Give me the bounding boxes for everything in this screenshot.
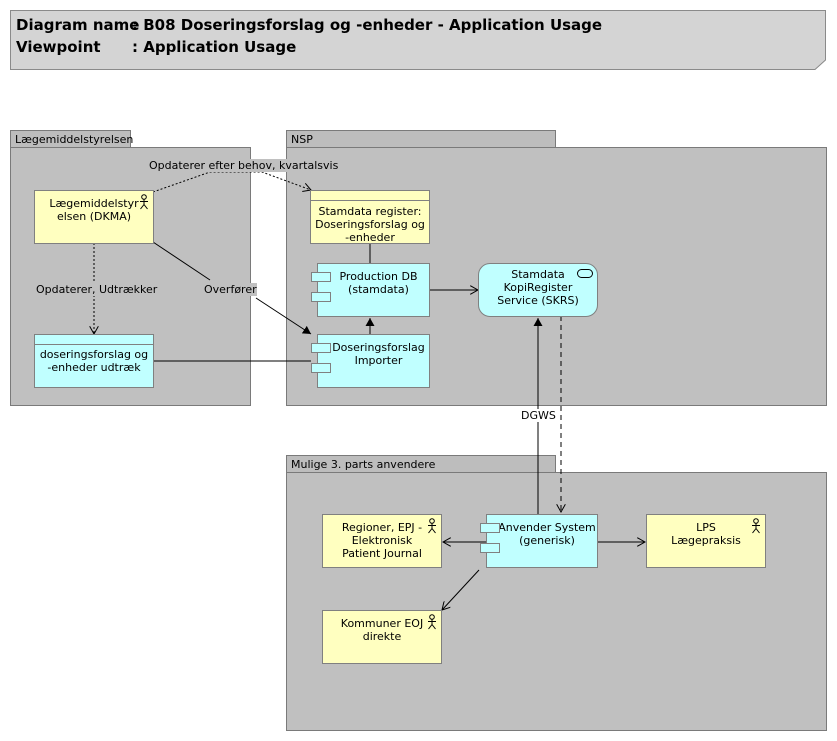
component-icon [311,272,331,282]
header-shape [10,10,826,70]
node-kommuner-label: Kommuner EOJ direkte [340,617,424,643]
relation-anvender-kommuner[interactable] [442,569,480,610]
node-kommuner[interactable]: Kommuner EOJ direkte [322,610,442,664]
viewpoint-value: : Application Usage [132,38,297,56]
node-regioner[interactable]: Regioner, EPJ - Elektronisk Patient Jour… [322,514,442,568]
node-lps-label: LPS Lægepraksis [671,521,741,547]
component-icon [480,543,500,553]
node-stamdata-register-label: Stamdata register: Doseringsforslag og -… [315,205,425,244]
node-lps[interactable]: LPS Lægepraksis [646,514,766,568]
relation-opdaterer-efter-behov[interactable] [152,171,311,193]
component-icon [311,343,331,353]
node-skrs[interactable]: Stamdata KopiRegister Service (SKRS) [478,263,598,317]
node-udtraek-label: doseringsforslag og -enheder udtræk [39,348,149,374]
label-dgws: DGWS [521,409,556,422]
label-opdaterer-udtraekker: Opdaterer, Udtrækker [36,283,158,296]
node-dkma-label: Lægemiddelstyr elsen (DKMA) [49,197,139,223]
node-regioner-label: Regioner, EPJ - Elektronisk Patient Jour… [341,521,423,560]
diagram-header: Diagram name : B08 Doseringsforslag og -… [10,10,826,70]
label-opdaterer-efter-behov: Opdaterer efter behov, kvartalsvis [149,159,339,172]
viewpoint-label: Viewpoint [16,38,101,56]
node-skrs-label: Stamdata KopiRegister Service (SKRS) [497,268,579,307]
node-anvender-system[interactable]: Anvender System (generisk) [480,514,598,568]
node-production-db-label: Production DB (stamdata) [339,270,418,296]
node-udtraek[interactable]: doseringsforslag og -enheder udtræk [34,334,154,388]
actor-icon [752,518,760,534]
data-object-band [311,191,429,201]
relation-overfoerer[interactable] [152,241,311,334]
component-icon [311,363,331,373]
node-production-db[interactable]: Production DB (stamdata) [311,263,430,317]
diagram-name-label: Diagram name [16,16,140,34]
actor-icon [428,614,436,630]
node-importer-label: Doseringsforslag Importer [332,341,425,367]
group-tab-laegemiddelstyrelsen[interactable]: Lægemiddelstyrelsen [10,130,133,148]
data-object-band [35,335,153,345]
group-tab-nsp[interactable]: NSP [286,130,556,148]
group-tab-tredjeparts[interactable]: Mulige 3. parts anvendere [286,455,556,473]
label-overfoerer: Overfører [204,283,257,296]
component-icon [480,523,500,533]
node-stamdata-register[interactable]: Stamdata register: Doseringsforslag og -… [310,190,430,244]
component-icon [311,292,331,302]
node-importer[interactable]: Doseringsforslag Importer [311,334,430,388]
service-icon [577,269,593,278]
actor-icon [140,194,148,210]
node-dkma[interactable]: Lægemiddelstyr elsen (DKMA) [34,190,154,244]
actor-icon [428,518,436,534]
node-anvender-system-label: Anvender System (generisk) [498,521,596,547]
diagram-name-value: : B08 Doseringsforslag og -enheder - App… [132,16,603,34]
